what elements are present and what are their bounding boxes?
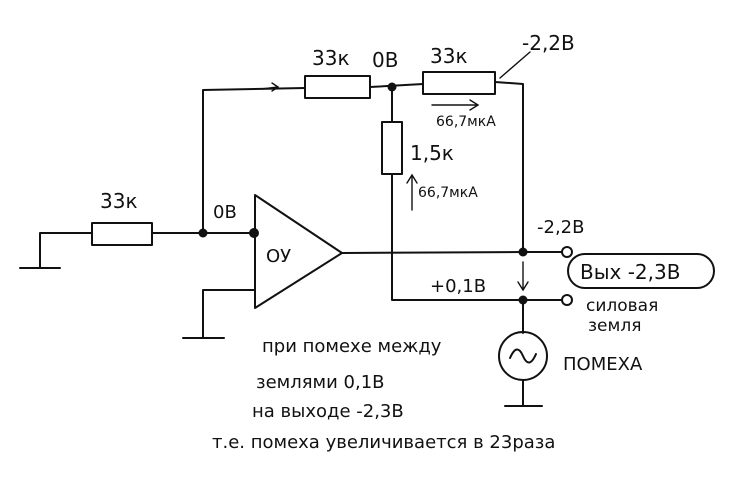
current-arrow-top (431, 99, 480, 111)
label-r-top-left: 33к (312, 46, 350, 70)
noise-source-wave (509, 348, 537, 364)
noninverting-wire (202, 289, 256, 339)
label-v-top-right: -2,2В (522, 31, 575, 55)
label-power-ground-2: земля (588, 316, 641, 336)
opamp-output-wire (341, 251, 563, 254)
label-current-top: 66,7мкА (436, 114, 496, 130)
feedback-left-wire (202, 87, 306, 234)
label-vout-box: Вых -2,3В (580, 260, 680, 284)
top-left-resistor (304, 75, 371, 99)
label-r-mid: 1,5к (410, 141, 454, 165)
label-node-inv: 0В (213, 202, 237, 223)
top-right-wire (494, 81, 524, 253)
current-arrow-mid (406, 173, 418, 211)
note-line-4: т.е. помеха увеличивается в 23раза (212, 432, 555, 453)
note-line-1: при помехе между (262, 336, 442, 357)
input-resistor (91, 222, 153, 246)
junction-opamp-input (249, 228, 259, 238)
junction-output (518, 247, 528, 257)
mid-to-ground-wire (391, 173, 524, 301)
label-v-ground: +0,1В (430, 276, 486, 297)
label-r-top-right: 33к (430, 44, 468, 68)
ground-terminal[interactable] (561, 294, 573, 306)
mid-resistor (381, 121, 403, 175)
junction-inverting (198, 228, 208, 238)
terminal-arrow (517, 261, 529, 292)
label-node-top: 0В (372, 48, 398, 72)
note-line-2: землями 0,1В (256, 372, 385, 393)
top-mid-wire (369, 83, 424, 88)
opamp-triangle (254, 194, 343, 309)
output-terminal[interactable] (561, 246, 573, 258)
junction-top (387, 82, 397, 92)
label-v-out-node: -2,2В (537, 217, 584, 238)
note-line-3: на выходе -2,3В (252, 401, 404, 422)
top-wire-arrow (261, 82, 280, 92)
label-r-input: 33к (100, 189, 138, 213)
junction-ground (518, 295, 528, 305)
label-current-mid: 66,7мкА (418, 185, 478, 201)
label-power-ground-1: силовая (586, 296, 658, 316)
label-opamp: ОУ (266, 246, 291, 267)
vout-box (567, 253, 715, 289)
top-right-pointer (499, 51, 531, 79)
label-noise: ПОМЕХА (563, 354, 643, 375)
top-right-resistor (422, 71, 496, 95)
input-ground-wire (39, 232, 93, 269)
